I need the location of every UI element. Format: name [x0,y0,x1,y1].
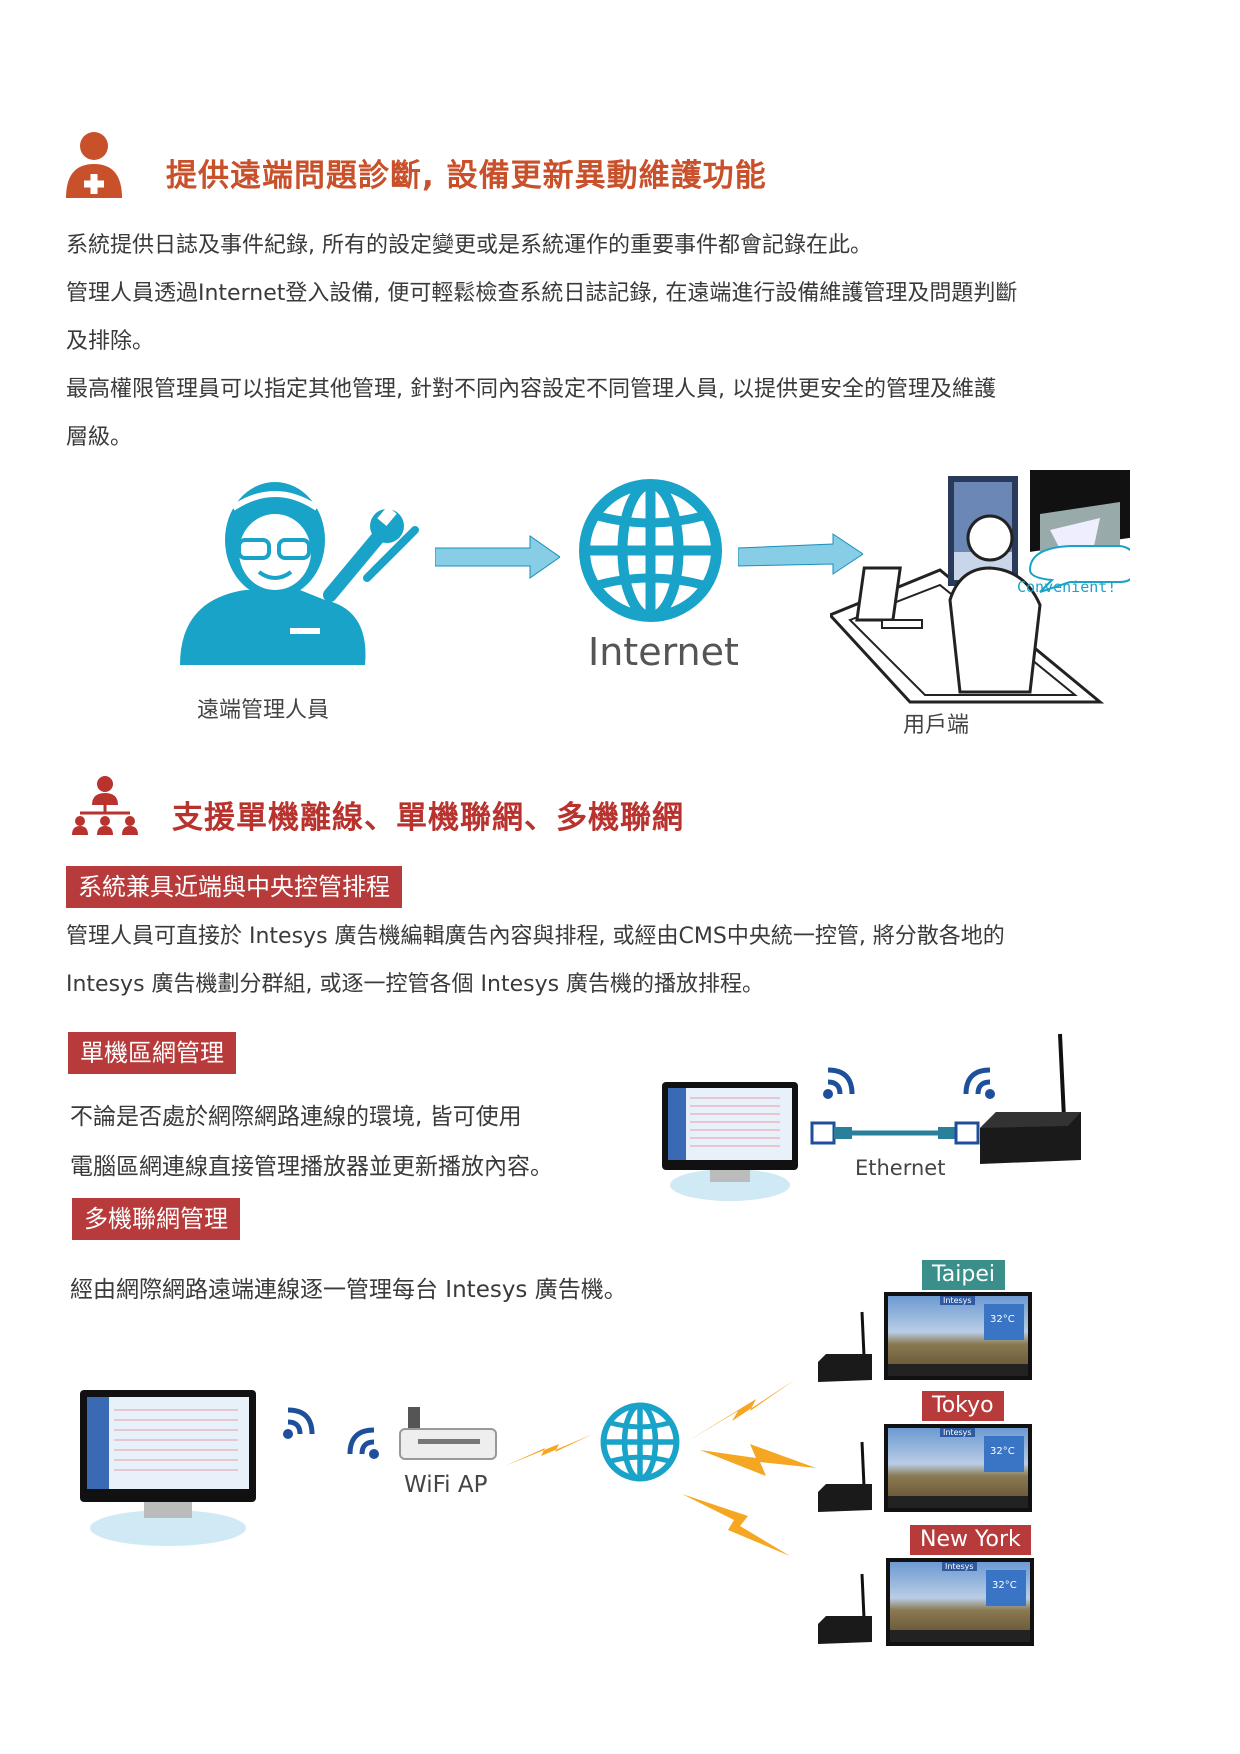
speech-bubble-text: Convenient! [1017,578,1117,596]
section2-title: 支援單機離線、單機聯網、多機聯網 [172,800,684,836]
lan-text: 不論是否處於網際網路連線的環境, 皆可使用 電腦區網連線直接管理播放器並更新播放… [70,1092,553,1192]
tag-lan-management: 單機區網管理 [68,1032,236,1074]
wifi-ap-icon [398,1405,498,1465]
wifi-icon [280,1398,320,1442]
arrow-right-icon [737,532,864,582]
client-illustration [827,447,1138,710]
city-label-taipei: Taipei [922,1260,1006,1290]
screen-temp: 32°C [990,1446,1015,1457]
admin-illustration [175,460,425,670]
wifi-icon [820,1058,860,1102]
router-icon [978,1030,1083,1170]
lightning-icon [682,1490,792,1560]
client-label: 用戶端 [903,713,970,738]
globe-icon [600,1402,680,1482]
screen-brand: Intesys [942,1562,977,1571]
signage-screen: Intesys 32°C [884,1292,1032,1380]
paragraph: Intesys 廣告機劃分群組, 或逐一控管各個 Intesys 廣告機的播放排… [66,972,765,997]
wifi-icon [342,1418,382,1462]
lan-text-line: 不論是否處於網際網路連線的環境, 皆可使用 [70,1104,522,1130]
lan-text-line: 電腦區網連線直接管理播放器並更新播放內容。 [70,1154,553,1180]
screen-temp: 32°C [990,1314,1015,1325]
section1-title: 提供遠端問題診斷, 設備更新異動維護功能 [166,158,767,194]
tag-multi-management: 多機聯網管理 [72,1198,240,1240]
signage-screen: Intesys 32°C [884,1424,1032,1512]
paragraph: 最高權限管理員可以指定其他管理, 針對不同內容設定不同管理人員, 以提供更安全的… [66,377,996,402]
section1-body: 系統提供日誌及事件紀錄, 所有的設定變更或是系統運作的重要事件都會記錄在此。 管… [66,222,1176,462]
screen-brand: Intesys [940,1428,975,1437]
city-label-tokyo: Tokyo [922,1391,1004,1421]
paragraph: 管理人員透過Internet登入設備, 便可輕鬆檢查系統日誌記錄, 在遠端進行設… [66,281,1018,306]
admin-label: 遠端管理人員 [197,698,330,723]
signage-screen: Intesys 32°C [886,1558,1034,1646]
wrench-icon [323,506,419,602]
internet-label: Internet [588,630,739,674]
monitor-icon [660,1080,800,1205]
ethernet-cable-icon [810,1118,980,1148]
lightning-icon [700,1440,818,1480]
ethernet-label: Ethernet [855,1156,946,1180]
router-icon [816,1310,874,1385]
monitor-icon [78,1388,258,1548]
paragraph: 及排除。 [66,329,155,354]
wifi-icon [958,1058,998,1102]
section2-body: 管理人員可直接於 Intesys 廣告機編輯廣告內容與排程, 或經由CMS中央統… [66,913,1176,1009]
lightning-icon [505,1430,595,1470]
paragraph: 層級。 [66,425,133,450]
paragraph: 系統提供日誌及事件紀錄, 所有的設定變更或是系統運作的重要事件都會記錄在此。 [66,233,872,258]
globe-icon [578,478,723,623]
lightning-icon [688,1375,798,1445]
arrow-right-icon [434,532,561,582]
router-icon [816,1440,874,1515]
user-plus-icon [64,130,124,198]
tag-central-control: 系統兼具近端與中央控管排程 [66,866,402,908]
paragraph: 管理人員可直接於 Intesys 廣告機編輯廣告內容與排程, 或經由CMS中央統… [66,924,1005,949]
screen-temp: 32°C [992,1580,1017,1591]
multi-text: 經由網際網路遠端連線逐一管理每台 Intesys 廣告機。 [70,1277,627,1303]
router-icon [816,1572,874,1647]
wifi-ap-label: WiFi AP [404,1472,488,1498]
screen-brand: Intesys [940,1296,975,1305]
city-label-new-york: New York [910,1525,1031,1555]
org-chart-icon [70,775,140,835]
